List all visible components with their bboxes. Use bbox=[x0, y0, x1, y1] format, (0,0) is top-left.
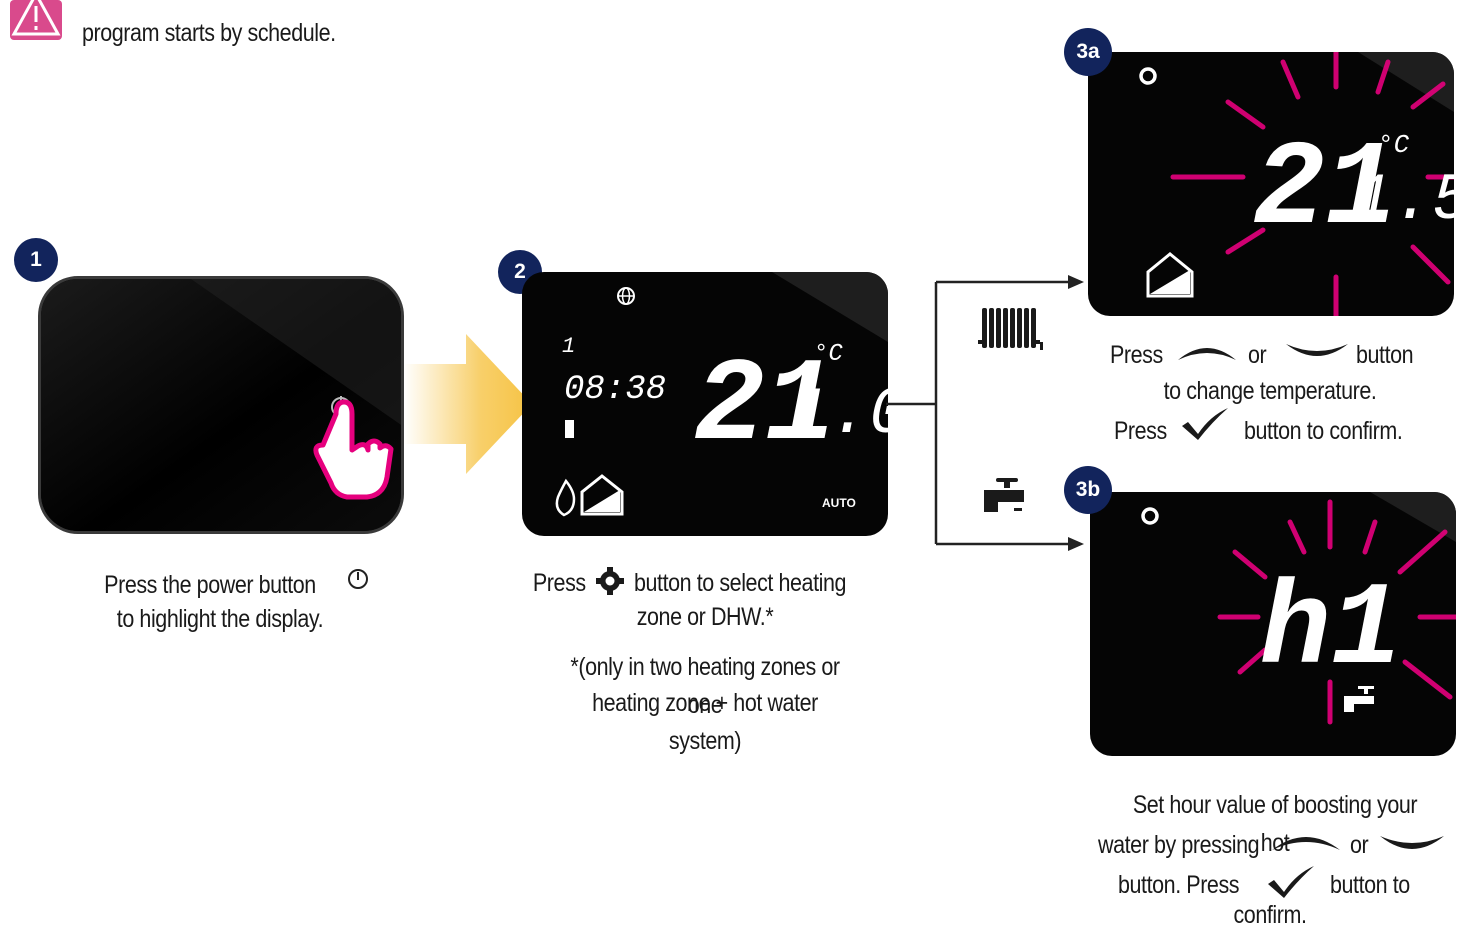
mode-label: AUTO bbox=[822, 496, 856, 510]
home-icon bbox=[582, 476, 622, 514]
up-arrow-icon bbox=[1270, 828, 1342, 854]
step-3a-caption-press2: Press bbox=[1114, 412, 1166, 450]
step-1-caption-line2: to highlight the display. bbox=[91, 600, 349, 638]
step-2-caption-press: Press bbox=[533, 564, 593, 602]
unit-label: °C bbox=[814, 341, 843, 368]
step-3a-thermostat-screen: 21 °C 1.5 bbox=[1088, 52, 1454, 316]
check-icon bbox=[1266, 864, 1316, 900]
next-arrow-icon bbox=[404, 334, 534, 474]
step-3b-caption-or: or bbox=[1350, 826, 1376, 864]
step-3b-caption-line4: confirm. bbox=[1210, 896, 1330, 934]
radiator-icon bbox=[976, 306, 1046, 352]
power-icon bbox=[347, 568, 369, 590]
home-icon bbox=[1148, 254, 1192, 296]
up-arrow-icon bbox=[1176, 340, 1238, 364]
unit-label: °C bbox=[1378, 130, 1410, 160]
globe-icon bbox=[618, 288, 634, 304]
down-arrow-icon bbox=[1284, 340, 1350, 364]
temperature-decimal: 1.5 bbox=[1353, 163, 1454, 238]
step-2-caption-line2: zone or DHW.* bbox=[576, 598, 834, 636]
step-1-device-screen bbox=[38, 276, 404, 534]
settings-gear-icon bbox=[1141, 69, 1155, 83]
step-3a-caption-confirm: button to confirm. bbox=[1244, 412, 1425, 450]
step-3b-caption-line3b: button to bbox=[1330, 866, 1425, 904]
gear-icon bbox=[595, 566, 625, 596]
down-arrow-icon bbox=[1378, 832, 1446, 858]
temperature-decimal: 1.0 bbox=[790, 377, 888, 452]
step-2-caption-line4: heating zone + hot water system) bbox=[555, 684, 856, 760]
step-1-badge: 1 bbox=[14, 238, 58, 282]
step-3b-caption-line2: water by pressing bbox=[1098, 826, 1261, 864]
faucet-icon bbox=[980, 478, 1028, 524]
step-3b-thermostat-screen: h1 bbox=[1090, 492, 1456, 756]
step-3b-badge: 3b bbox=[1064, 466, 1112, 514]
step-3a-badge: 3a bbox=[1064, 28, 1112, 76]
battery-icon bbox=[565, 420, 574, 438]
step-3a-caption-or: or bbox=[1248, 336, 1274, 374]
step-1-caption-line1: Press the power button bbox=[81, 566, 339, 604]
warning-text: program starts by schedule. bbox=[82, 14, 366, 52]
step-3a-caption-button: button bbox=[1356, 336, 1425, 374]
flame-icon bbox=[557, 481, 574, 515]
step-3a-caption-press: Press bbox=[1110, 336, 1162, 374]
zone-number: 1 bbox=[562, 334, 575, 359]
boost-hours-value: h1 bbox=[1260, 565, 1402, 698]
settings-gear-icon bbox=[1143, 509, 1157, 523]
step-2-caption-line1: button to select heating bbox=[634, 564, 858, 602]
check-icon bbox=[1180, 406, 1230, 442]
step-2-thermostat-screen: 1 08:38 21 °C 1.0 AUTO bbox=[522, 272, 888, 536]
step-3a-caption-line2: to change temperature. bbox=[1141, 372, 1399, 410]
clock-time: 08:38 bbox=[564, 371, 666, 409]
warning-triangle-icon bbox=[10, 0, 62, 40]
